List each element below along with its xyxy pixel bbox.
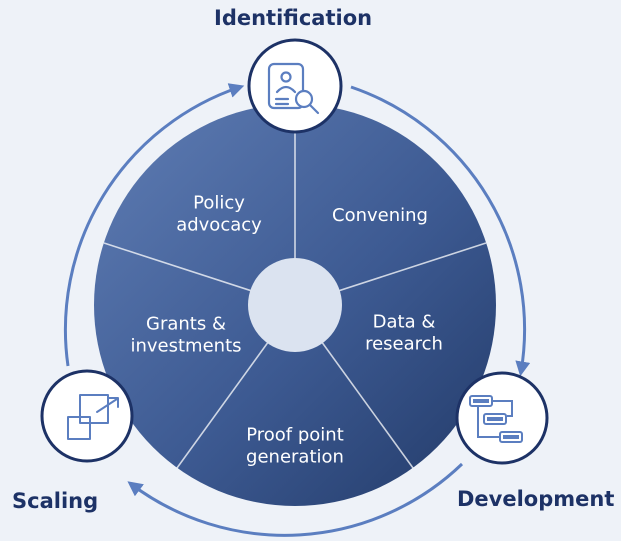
segment-label-grants-investments: Grants & investments (130, 313, 241, 356)
segment-label-data-research: Data & research (365, 311, 443, 354)
scale-up-icon (67, 394, 119, 440)
segment-label-line: advocacy (176, 214, 262, 235)
segment-label-line: research (365, 333, 443, 354)
segment-label-line: Proof point (246, 424, 344, 446)
stage-label-identification: Identification (214, 6, 373, 30)
segment-label-line: generation (246, 446, 344, 467)
stage-label-development: Development (457, 487, 615, 511)
segment-label-line: investments (130, 335, 242, 356)
cycle-arrow-scaling-to-identification (63, 83, 245, 367)
segment-label-policy-advocacy: Policy advocacy (176, 192, 262, 235)
scaling-node (40, 369, 134, 463)
cycle-arrow-identification-to-development (350, 85, 531, 377)
wheel-hub (248, 258, 342, 352)
identification-node (247, 38, 343, 134)
segment-label-line: Convening (332, 205, 428, 227)
workflow-icon (469, 395, 523, 443)
segment-label-proof-point: Proof point generation (246, 424, 344, 467)
profile-search-icon (267, 62, 320, 115)
development-node (455, 371, 549, 465)
segment-label-line: Grants & (146, 313, 226, 335)
segment-label-convening: Convening (332, 205, 428, 227)
segment-label-line: Policy (193, 192, 245, 214)
segment-label-line: Data & (372, 311, 436, 333)
cycle-arrow-development-to-scaling (127, 462, 464, 537)
stage-label-scaling: Scaling (12, 489, 99, 513)
